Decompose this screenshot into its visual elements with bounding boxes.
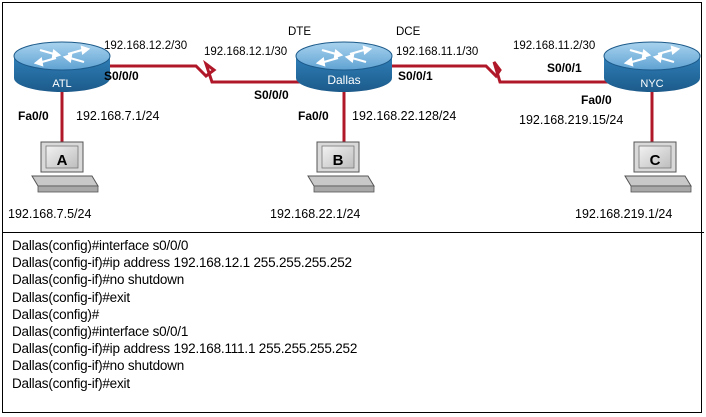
pc-a-icon[interactable] [31,141,99,193]
pc-c-icon[interactable] [624,141,692,193]
section-divider [2,232,704,233]
config-line: Dallas(config-if)#exit [12,289,130,305]
dallas-lan-port: Fa0/0 [298,109,329,123]
pc-b-ip: 192.168.22.1/24 [270,207,360,221]
atl-serial-port: S0/0/0 [104,69,139,83]
dallas-lan-ip: 192.168.22.128/24 [352,109,456,123]
pc-c-label: C [650,152,661,169]
dte-label: DTE [288,26,311,38]
router-nyc-label: NYC [640,78,663,90]
config-line: Dallas(config)# [12,306,100,322]
serial-link-atl-dallas [100,59,300,84]
nyc-lan-ip: 192.168.219.15/24 [519,113,623,127]
router-nyc-icon[interactable] [603,41,701,92]
dallas-s000-ip: 192.168.12.1/30 [204,46,287,58]
config-line: Dallas(config-if)#ip address 192.168.12.… [12,255,352,271]
pc-c-ip: 192.168.219.1/24 [575,207,672,221]
exhibit-frame [2,2,702,413]
dallas-s001-port: S0/0/1 [398,69,433,83]
dallas-s001-ip: 192.168.11.1/30 [396,46,478,58]
serial-link-dallas-nyc [388,61,610,84]
network-topology: ATL Dallas NYC A [8,26,701,221]
router-dallas-icon[interactable] [295,41,393,92]
config-listing: Dallas(config)#interface s0/0/0 Dallas(c… [12,237,692,392]
config-line: Dallas(config-if)#no shutdown [12,272,185,288]
config-line: Dallas(config-if)#no shutdown [12,358,185,374]
nyc-serial-port: S0/0/1 [547,61,582,75]
nyc-serial-ip: 192.168.11.2/30 [513,40,595,52]
pc-b-label: B [333,152,344,169]
atl-serial-ip: 192.168.12.2/30 [104,40,187,52]
pc-a-label: A [57,152,68,169]
atl-lan-ip: 192.168.7.1/24 [76,109,159,123]
dallas-s000-port: S0/0/0 [254,88,289,102]
router-dallas-label: Dallas [327,73,360,87]
config-line: Dallas(config)#interface s0/0/1 [12,324,189,340]
pc-a-ip: 192.168.7.5/24 [8,207,91,221]
nyc-lan-port: Fa0/0 [581,93,612,107]
config-line: Dallas(config-if)#ip address 192.168.111… [12,341,358,357]
dce-label: DCE [396,26,421,38]
atl-lan-port: Fa0/0 [18,109,49,123]
config-line: Dallas(config)#interface s0/0/0 [12,238,189,253]
pc-b-icon[interactable] [307,141,375,193]
router-atl-icon[interactable] [13,41,111,92]
config-line: Dallas(config-if)#exit [12,375,130,391]
router-atl-label: ATL [52,78,71,90]
